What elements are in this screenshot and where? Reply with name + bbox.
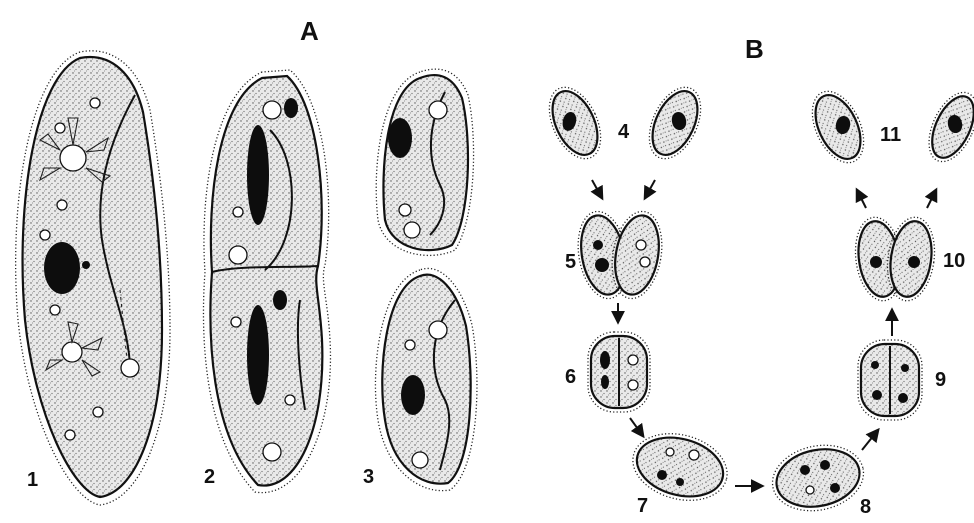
stage-label-10: 10 xyxy=(943,250,965,272)
stage-label-7: 7 xyxy=(637,495,648,517)
stage-label-5: 5 xyxy=(565,251,576,273)
stage-6-conjugation xyxy=(588,332,650,412)
stage-label-1: 1 xyxy=(27,469,38,491)
stage-9-cells xyxy=(858,340,922,420)
panel-label-a: A xyxy=(300,16,319,46)
stage-label-2: 2 xyxy=(204,466,215,488)
stage-5-conjugation xyxy=(572,208,669,303)
stage-label-11: 11 xyxy=(880,124,901,146)
stage-label-6: 6 xyxy=(565,366,576,388)
cell-3-daughters xyxy=(375,69,477,491)
cell-1-paramecium xyxy=(16,51,170,505)
panel-label-b: B xyxy=(745,34,764,64)
cell-2-dividing xyxy=(203,70,330,493)
stage-10-division xyxy=(850,214,939,304)
stage-label-8: 8 xyxy=(860,496,871,518)
stage-label-3: 3 xyxy=(363,466,374,488)
stage-label-9: 9 xyxy=(935,369,946,391)
stage-8-exconjugant xyxy=(766,437,869,519)
stage-label-4: 4 xyxy=(618,121,630,143)
